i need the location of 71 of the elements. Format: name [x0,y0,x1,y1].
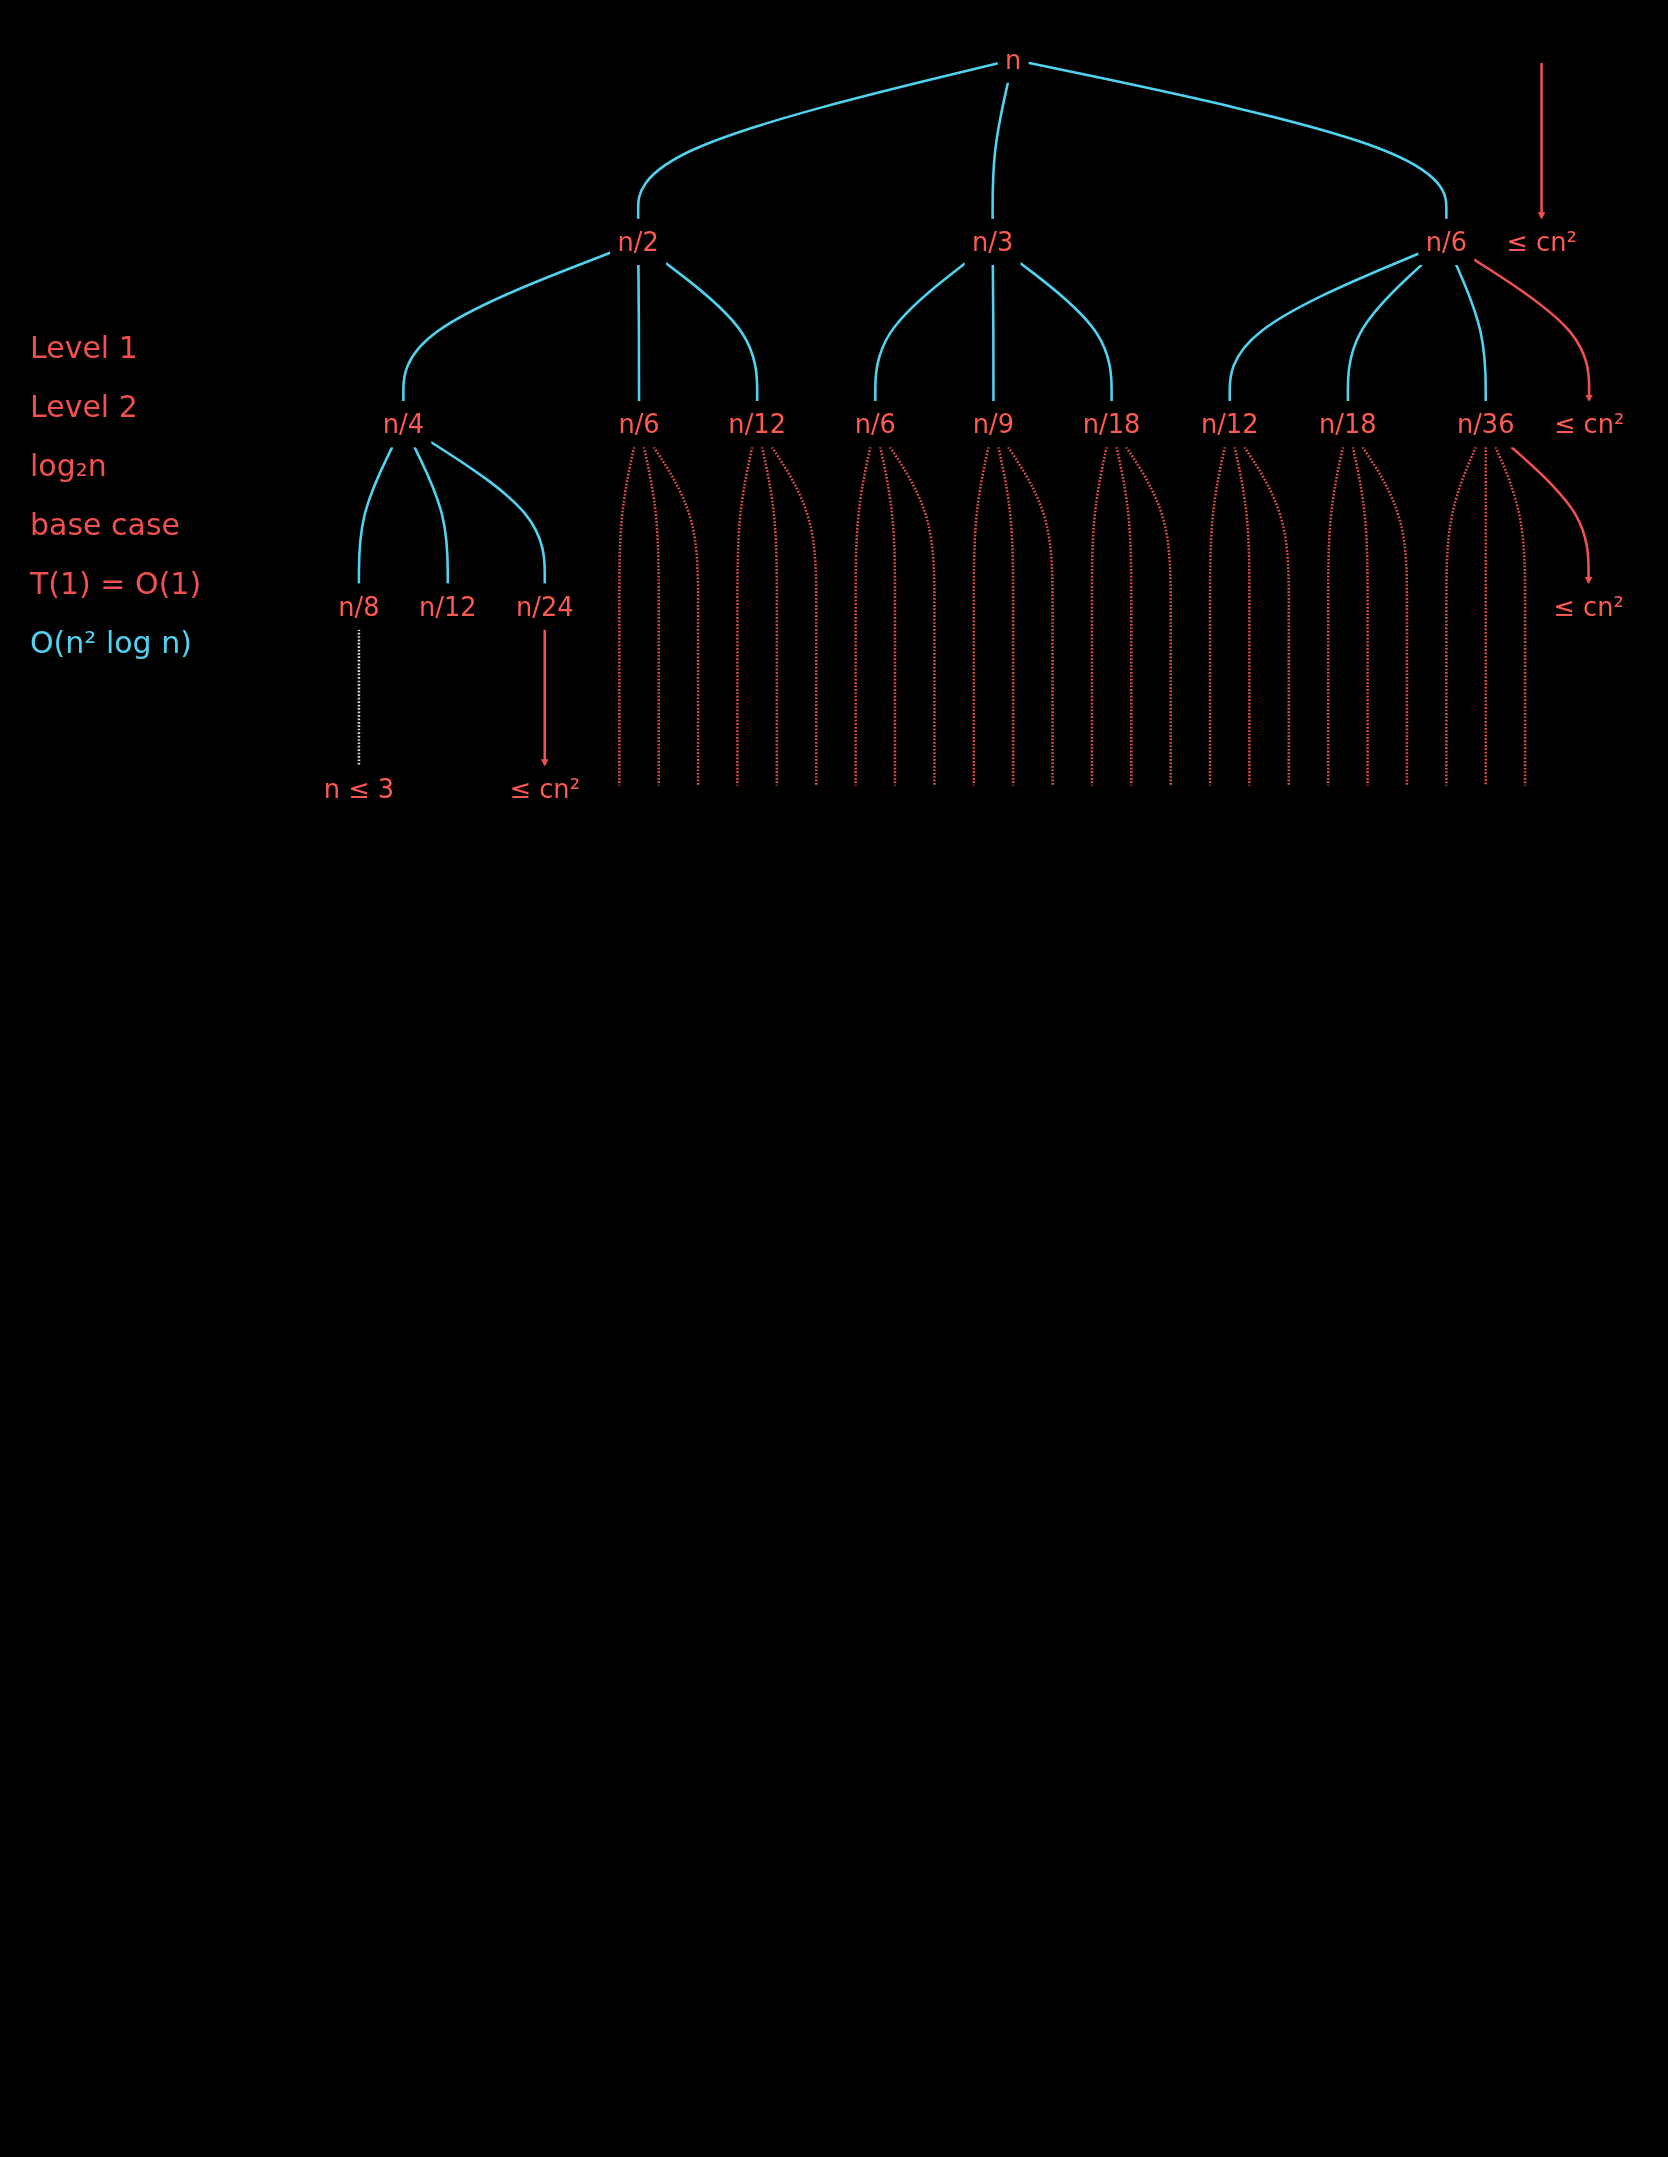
node-text: n [1005,44,1022,75]
note-text: Level 2 [30,389,139,424]
dotted-line [1208,446,1227,786]
tree-line [1346,263,1423,402]
node-text: n/6 [854,409,896,440]
dotted-line [1007,446,1054,786]
node-text: ≤ cn² [1553,591,1624,622]
node-text: n/18 [1082,409,1141,440]
node-text: n/12 [418,591,477,622]
dotted-line [997,446,1015,786]
note-text: O(n² log n) [30,625,193,660]
tree-line [636,61,999,220]
dotted-line [642,446,660,786]
dotted-line [1326,446,1345,786]
note-text: Level 1 [30,330,139,365]
dotted-line [770,446,818,786]
dotted-line [1484,446,1487,786]
node-text: n/8 [338,591,380,622]
node-text: n/12 [1200,409,1259,440]
dotted-line [1090,446,1108,786]
tree-line [430,440,547,584]
node-text: n/36 [1456,409,1515,440]
node-text: n/9 [972,409,1015,440]
node-text: n/12 [728,409,786,440]
dotted-line [854,446,872,786]
tree-line [991,264,995,402]
dotted-line [760,446,779,786]
tree-line [991,81,1010,220]
tree-line [637,264,641,402]
tree-line [1027,61,1448,220]
arrow [1537,62,1546,220]
note-text: T(1) = O(1) [30,566,203,601]
dotted-line [736,446,754,786]
dotted-line [1115,446,1133,786]
tree-line [413,446,450,584]
dotted-line [1494,446,1527,786]
tree-line [402,251,612,402]
node-text: ≤ cn² [509,773,580,804]
tree-line [664,261,759,402]
dotted-line [1125,446,1172,786]
node-text: ≤ cn² [1506,226,1577,257]
arrow [1510,445,1593,585]
node-text: n/2 [617,226,659,257]
dotted-line [1361,446,1409,786]
node-text: n/24 [515,591,574,622]
dotted-line [1445,446,1478,786]
tree-line [874,262,966,402]
dotted-line [972,446,990,786]
note-text: base case [30,507,181,542]
node-text: n/6 [1425,226,1467,257]
tree-line [1228,252,1420,402]
node-text: ≤ cn² [1553,409,1625,440]
node-text: n/6 [618,409,660,440]
node-text: n/4 [382,409,424,440]
dotted-line [618,446,636,786]
tree-line [1454,264,1487,402]
dotted-line [1233,446,1251,786]
dotted-line [652,446,700,786]
arrow [541,629,549,767]
dotted-line [888,446,936,786]
dotted-line [878,446,897,786]
dotted-line [1351,446,1369,786]
dotted-line [357,629,361,767]
arrow [1473,258,1593,402]
tree-line [1019,261,1113,402]
dotted-line [1243,446,1291,786]
node-text: n ≤ 3 [323,773,395,804]
node-text: n/3 [971,226,1014,257]
tree-line [357,446,394,584]
node-text: n/18 [1319,409,1377,440]
note-text: log₂n [30,448,108,483]
